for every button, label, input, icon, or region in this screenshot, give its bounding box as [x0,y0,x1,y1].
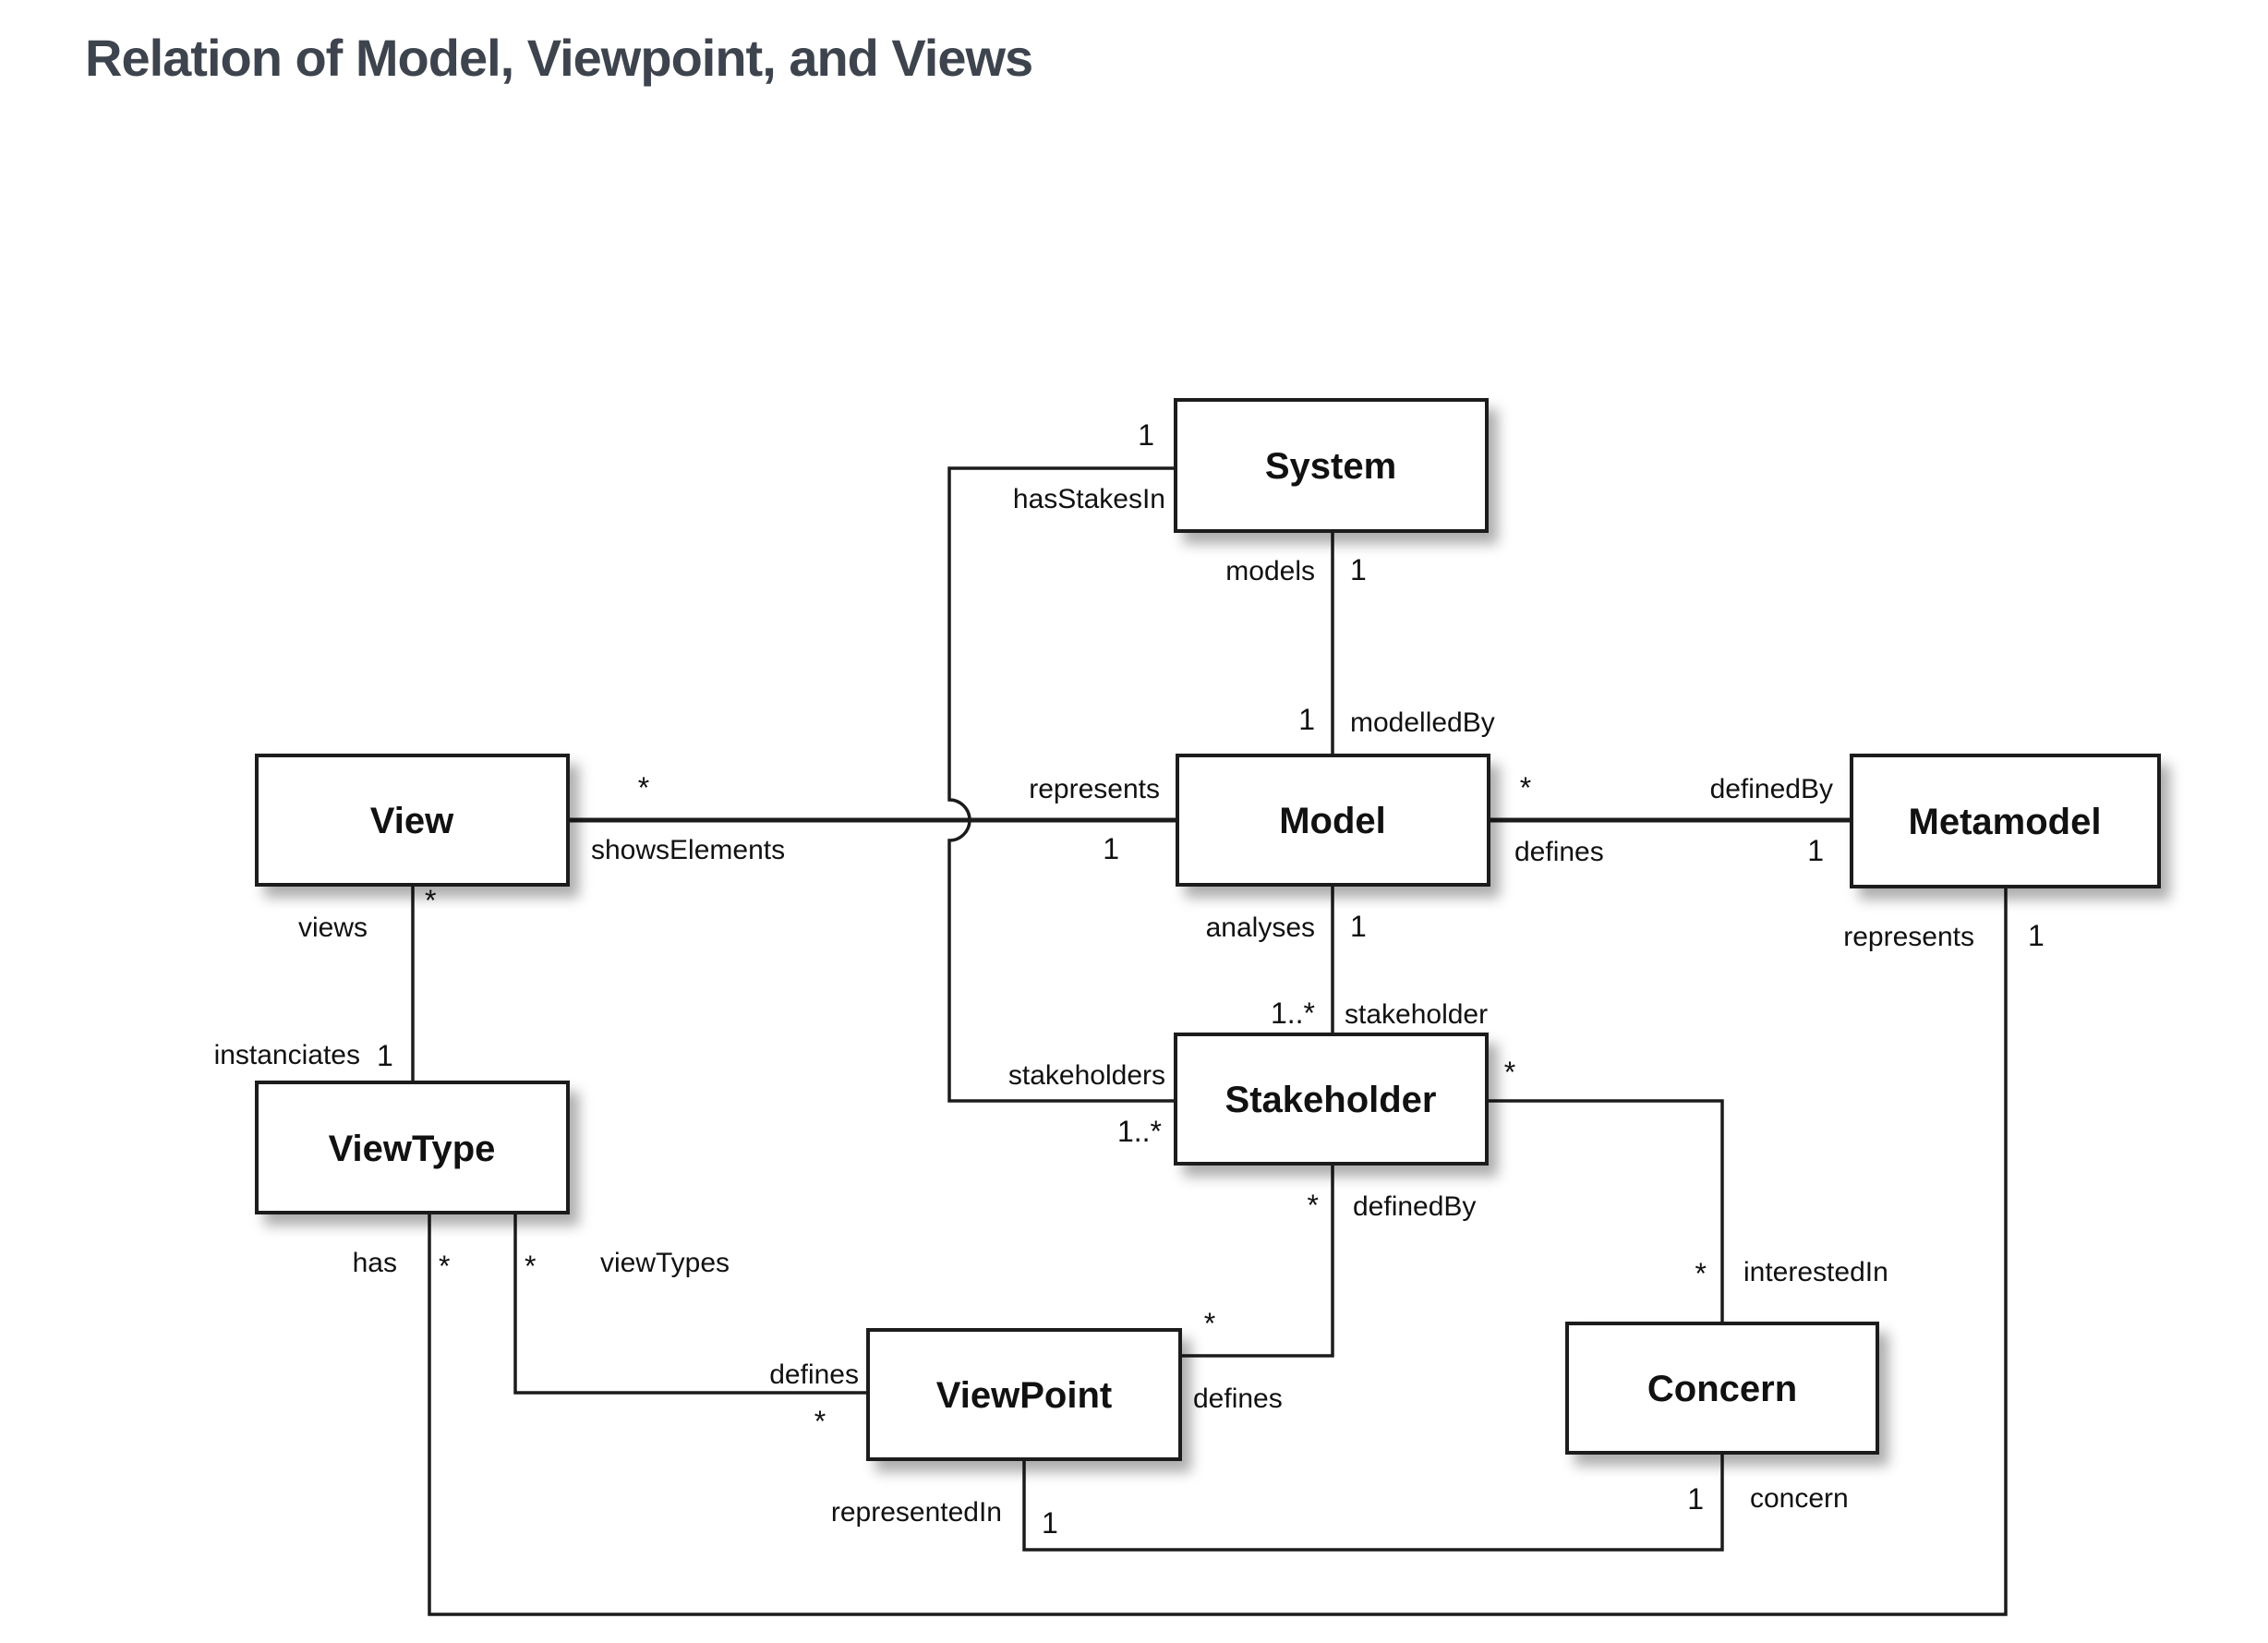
label-hasstakesin: hasStakesIn [1013,484,1165,514]
class-box-concern: Concern [1565,1322,1879,1455]
assoc-viewtype-viewpoint-line [513,1213,868,1395]
class-boxes: System View Model Metamodel ViewType Sta… [255,398,2161,1461]
mult-showselements: * [638,771,649,804]
label-concern: concern [1750,1483,1849,1514]
class-name-stakeholder: Stakeholder [1225,1080,1437,1120]
class-rect-view [255,754,570,887]
mult-stakeholders: 1..* [1117,1115,1162,1148]
label-modelledby: modelledBy [1350,707,1495,738]
label-represents-model: represents [1029,774,1160,804]
class-box-model: Model [1176,754,1490,887]
mult-represents-model: 1 [1103,832,1119,865]
class-name-viewpoint: ViewPoint [936,1375,1112,1416]
page-title: Relation of Model, Viewpoint, and Views [85,29,1033,87]
class-box-viewpoint: ViewPoint [866,1328,1182,1461]
class-rect-system [1174,398,1489,533]
assoc-viewpoint-concern-line [1022,1453,1724,1552]
mult-defines-viewpoint-left: * [814,1405,826,1438]
class-rect-stakeholder [1174,1033,1489,1166]
label-has: has [353,1248,397,1278]
label-stakeholder-role: stakeholder [1345,999,1488,1030]
assoc-viewtype-metamodel-line [428,887,2008,1616]
mult-stakeholder-role: 1..* [1271,997,1315,1030]
class-box-viewtype: ViewType [255,1081,570,1214]
mult-instanciates: 1 [377,1039,393,1072]
class-rect-concern [1565,1322,1879,1455]
class-box-metamodel: Metamodel [1850,754,2161,888]
class-rect-viewtype [255,1081,570,1214]
class-name-metamodel: Metamodel [1909,802,2102,842]
label-instanciates: instanciates [214,1040,360,1070]
class-box-view: View [255,754,570,887]
class-box-stakeholder: Stakeholder [1174,1033,1489,1166]
mult-defines-metamodel: 1 [1807,834,1824,867]
class-box-system: System [1174,398,1489,533]
label-representedin: representedIn [831,1497,1002,1528]
class-rect-viewpoint [866,1328,1182,1461]
class-name-view: View [370,801,454,841]
mult-representedin: 1 [1042,1506,1058,1540]
mult-definedby-model: * [1520,771,1531,804]
class-name-model: Model [1279,801,1386,841]
label-definedby-stakeholder: definedBy [1353,1191,1476,1222]
label-interestedin: interestedIn [1743,1257,1888,1287]
label-viewtypes: viewTypes [600,1248,730,1278]
class-rect-metamodel [1850,754,2161,888]
class-rect-model [1176,754,1490,887]
label-represents-metamodel: represents [1843,922,1974,952]
class-name-concern: Concern [1647,1369,1797,1409]
mult-hasstakesin: 1 [1138,418,1154,452]
assoc-stakeholder-viewpoint-line [1180,1164,1334,1358]
assoc-stakeholder-concern-line [1487,1099,1724,1323]
class-name-system: System [1265,446,1396,487]
mult-stakeholder-concern: * [1504,1056,1515,1089]
label-analyses: analyses [1206,912,1315,943]
mult-represents-metamodel: 1 [2028,919,2045,952]
label-defines-metamodel: defines [1514,837,1604,867]
label-definedby: definedBy [1710,774,1833,804]
mult-system-model-bottom: 1 [1298,703,1315,736]
mult-definedby-stakeholder: * [1308,1189,1319,1222]
mult-views: * [425,884,436,917]
mult-interestedin: * [1695,1257,1707,1290]
label-views: views [298,912,368,943]
label-defines-viewpoint-right: defines [1193,1383,1283,1414]
association-labels: models 1 1 modelledBy 1 hasStakesIn stak… [214,418,2045,1540]
label-stakeholders: stakeholders [1008,1060,1165,1091]
mult-analyses: 1 [1350,910,1367,943]
label-defines-viewpoint-left: defines [769,1359,859,1390]
mult-defines-viewpoint-right: * [1204,1307,1215,1340]
label-models: models [1225,556,1315,586]
mult-viewtypes: * [525,1250,536,1283]
mult-system-model-top: 1 [1350,553,1367,586]
association-lines [411,466,2008,1616]
label-showselements: showsElements [591,835,785,865]
mult-has: * [439,1250,450,1283]
class-name-viewtype: ViewType [329,1129,496,1169]
mult-concern: 1 [1687,1482,1704,1516]
